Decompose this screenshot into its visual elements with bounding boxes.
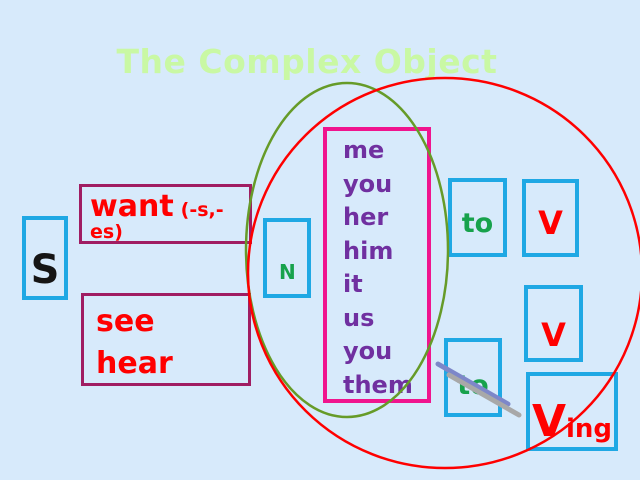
to-particle-box-top: to bbox=[448, 178, 507, 257]
verb-v-box-top: V bbox=[522, 179, 579, 257]
pronoun-item: you bbox=[343, 169, 393, 198]
noun-box: N bbox=[263, 218, 311, 298]
pronoun-item: it bbox=[343, 270, 363, 298]
ving-main-label: V bbox=[531, 396, 566, 448]
pronoun-item: her bbox=[343, 203, 389, 231]
want-verb-box: want(-s,-es) bbox=[79, 184, 252, 244]
perception-verbs-box: see hear bbox=[81, 293, 251, 386]
pronoun-item: him bbox=[343, 236, 394, 265]
noun-label: N bbox=[279, 260, 296, 284]
to-particle-label: to bbox=[457, 370, 489, 401]
verb-v-box-middle: V bbox=[524, 285, 583, 362]
to-particle-box-crossed: to bbox=[444, 338, 502, 417]
pronoun-item: you bbox=[343, 337, 393, 365]
pronoun-item: me bbox=[343, 136, 385, 164]
pronoun-item: us bbox=[343, 303, 375, 332]
want-verb-suffix: (-s,-es) bbox=[90, 199, 224, 243]
see-verb-label: see bbox=[96, 304, 155, 339]
pronoun-item: them bbox=[343, 370, 413, 399]
hear-verb-label: hear bbox=[96, 346, 173, 381]
verb-v-label: V bbox=[538, 204, 563, 242]
to-particle-label: to bbox=[461, 208, 494, 239]
ving-suffix-label: ing bbox=[566, 414, 613, 444]
pronoun-box: me you her him it us you them bbox=[323, 127, 431, 403]
want-verb-label: want bbox=[90, 189, 174, 224]
slide-title: The Complex Object bbox=[116, 42, 498, 81]
subject-box: S bbox=[22, 216, 68, 300]
subject-label: S bbox=[30, 247, 60, 293]
verb-v-label: V bbox=[541, 315, 566, 354]
